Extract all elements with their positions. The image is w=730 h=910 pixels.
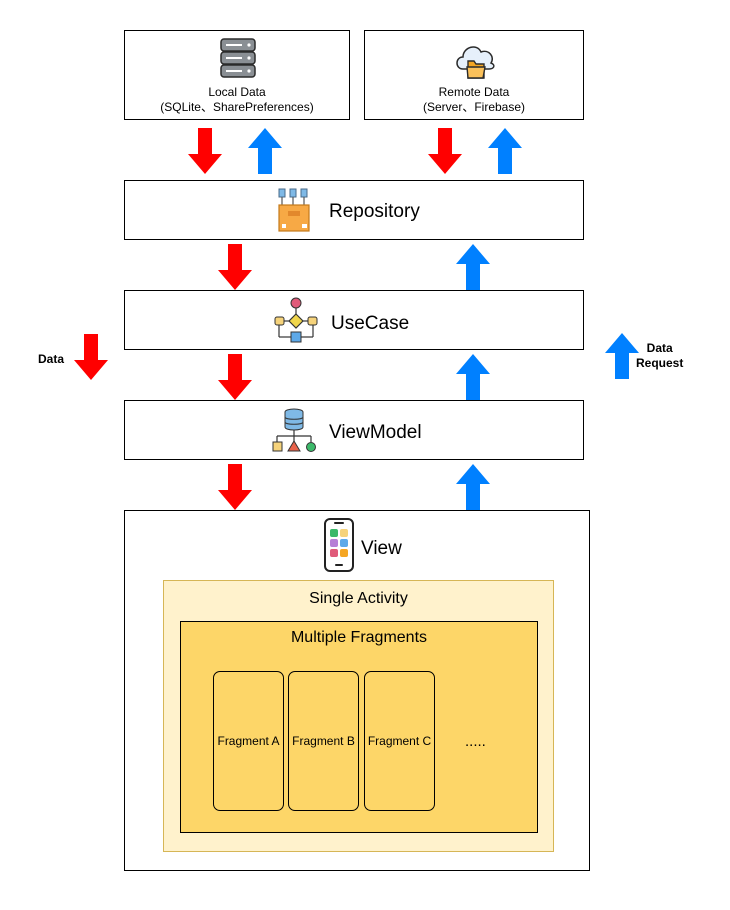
single-activity-label: Single Activity <box>309 590 408 607</box>
more-fragments-ellipsis: ..... <box>465 733 486 750</box>
remote-data-box: Remote Data (Server、Firebase) <box>364 30 584 120</box>
flowchart-icon <box>274 297 318 343</box>
request-legend-label: Data Request <box>636 341 683 371</box>
multiple-fragments-box: Multiple Fragments Fragment A Fragment B… <box>180 621 538 833</box>
single-activity-box: Single Activity Multiple Fragments Fragm… <box>163 580 554 852</box>
request-arrow-up <box>456 464 490 510</box>
usecase-label: UseCase <box>331 313 410 334</box>
cloud-folder-icon <box>456 46 495 79</box>
viewmodel-label: ViewModel <box>329 422 422 443</box>
data-legend-arrow <box>74 334 108 380</box>
local-data-box: Local Data (SQLite、SharePreferences) <box>124 30 350 120</box>
data-legend-label: Data <box>38 352 65 366</box>
local-data-subtitle: (SQLite、SharePreferences) <box>160 100 314 114</box>
request-arrow-up <box>248 128 282 174</box>
data-arrow-down <box>428 128 462 174</box>
data-arrow-down <box>218 464 252 510</box>
viewmodel-box: ViewModel <box>124 400 584 460</box>
view-label: View <box>361 538 402 559</box>
fragment-c-label: Fragment C <box>367 734 432 748</box>
data-hierarchy-icon <box>272 408 316 452</box>
remote-data-title: Remote Data <box>438 85 510 99</box>
request-arrow-up <box>456 354 490 400</box>
request-arrow-up <box>488 128 522 174</box>
usecase-box: UseCase <box>124 290 584 350</box>
data-arrow-down <box>188 128 222 174</box>
repository-icon <box>278 188 310 232</box>
request-arrow-up <box>456 244 490 290</box>
request-legend-arrow <box>605 333 639 379</box>
fragment-a-label: Fragment A <box>217 734 280 748</box>
fragment-b: Fragment B <box>288 671 359 811</box>
fragment-b-label: Fragment B <box>292 734 355 748</box>
local-data-title: Local Data <box>208 85 266 99</box>
fragment-a: Fragment A <box>213 671 284 811</box>
multiple-fragments-label: Multiple Fragments <box>290 629 428 646</box>
data-arrow-down <box>218 244 252 290</box>
request-legend-line2: Request <box>636 356 684 370</box>
fragment-c: Fragment C <box>364 671 435 811</box>
remote-data-subtitle: (Server、Firebase) <box>422 100 526 114</box>
data-arrow-down <box>218 354 252 400</box>
database-icon <box>220 38 256 78</box>
repository-box: Repository <box>124 180 584 240</box>
view-box: View Single Activity Multiple Fragments … <box>124 510 590 871</box>
mobile-app-icon <box>324 518 354 572</box>
request-legend-line1: Data <box>646 341 673 355</box>
repository-label: Repository <box>329 201 420 222</box>
